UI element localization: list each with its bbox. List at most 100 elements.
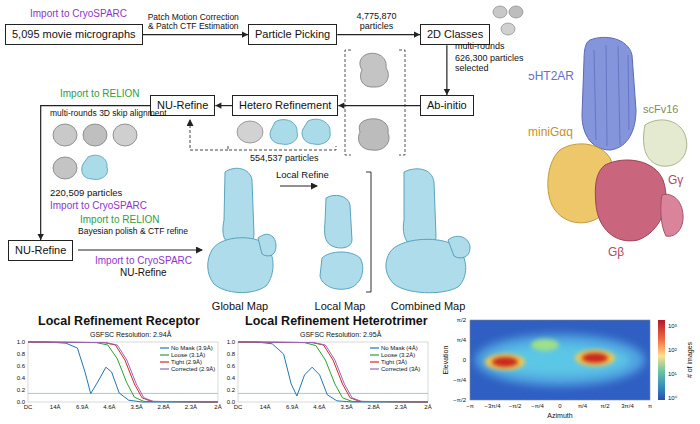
axis-tick-label: −π/4	[453, 377, 466, 384]
legend-text: Tight (3Å)	[381, 359, 407, 365]
annotation-label: Local Refine	[276, 170, 329, 181]
axis-tick-label: 1.0	[227, 339, 235, 346]
annotation-label: Local Map	[315, 300, 366, 313]
process-box: Hetero Refinement	[232, 95, 338, 116]
legend-line-sample	[160, 359, 169, 365]
legend-item: Tight (2.9Å)	[160, 359, 202, 366]
axis-tick-label: 2.3Å	[185, 404, 197, 411]
legend-text: Corrected (2.9Å)	[171, 366, 215, 372]
axis-tick-label: π/4	[457, 337, 466, 344]
global-map	[208, 168, 276, 292]
axis-tick-label: 0	[463, 357, 466, 364]
legend-item: Loose (3.2Å)	[370, 352, 415, 359]
axis-tick-label: π/2	[457, 317, 466, 324]
annotation-label: Combined Map	[391, 300, 466, 313]
annotation-label: Import to CryoSPARC	[30, 8, 127, 20]
chart-title: Local Refinement Receptor	[38, 314, 200, 328]
axis-tick-label: −π/2	[453, 397, 466, 404]
axis-tick-label: 6.9Å	[76, 404, 88, 411]
annotation-label: Bayesian polish & CTF refine	[78, 227, 188, 237]
axis-title: Elevation	[442, 346, 450, 375]
box-text: NU-Refine	[15, 244, 66, 257]
component-label: scFv16	[643, 103, 678, 116]
box-text: Ab-initio	[427, 99, 467, 112]
legend-text: Tight (2.9Å)	[171, 359, 202, 365]
connector-line	[143, 34, 248, 35]
legend-item: Tight (3Å)	[370, 359, 407, 366]
process-box: Particle Picking	[248, 24, 337, 45]
axis-tick-label: 0.8	[227, 351, 235, 358]
legend-line-sample	[370, 366, 379, 372]
axis-tick-label: −π	[466, 403, 474, 410]
legend-line	[370, 362, 379, 363]
axis-tick-label: 2Å	[424, 404, 431, 411]
legend-text: Loose (3.1Å)	[171, 352, 205, 358]
annotation-label: 220,509 particles	[50, 188, 122, 199]
edge-label: Patch Motion Correction & Patch CTF Esti…	[147, 13, 240, 32]
process-box: NU-Refine	[8, 240, 73, 261]
axis-tick-label: 3.5Å	[130, 404, 142, 411]
annotation-label: Global Map	[212, 300, 268, 313]
connector-line	[338, 105, 420, 106]
legend-line	[160, 355, 169, 356]
connector-line	[337, 34, 420, 35]
legend-line-sample	[160, 352, 169, 358]
legend-line	[370, 348, 379, 349]
axis-tick-label: 0.4	[17, 375, 25, 382]
axis-tick-label: π/2	[600, 403, 609, 410]
axis-tick-label: 14Å	[50, 404, 61, 411]
flow-arrow	[337, 31, 420, 37]
box-text: 5,095 movie micrographs	[12, 28, 136, 41]
axis-tick-label: 0	[558, 403, 561, 410]
axis-tick-label: 1.0	[17, 339, 25, 346]
legend-line	[370, 355, 379, 356]
colorbar-tick-label: 10¹	[668, 371, 677, 378]
ab-initio-maps	[345, 50, 405, 155]
axis-tick-label: 0.2	[17, 387, 25, 394]
legend-line-sample	[370, 359, 379, 365]
legend-text: Corrected (3Å)	[381, 366, 420, 372]
legend-line-sample	[160, 345, 169, 351]
axis-tick-label: 0.2	[227, 387, 235, 394]
hetero-maps	[190, 119, 336, 150]
process-box: Ab-initio	[420, 95, 474, 116]
chart-title: Local Refinement Heterotrimer	[245, 314, 428, 328]
axis-tick-label: π/4	[578, 403, 587, 410]
axis-tick-label: −π/2	[509, 403, 522, 410]
axis-tick-label: DC	[234, 404, 243, 411]
axis-tick-label: 4.6Å	[313, 404, 325, 411]
axis-tick-label: 2Å	[214, 404, 221, 411]
legend-item: No Mask (3.9Å)	[160, 345, 213, 352]
combined-map	[386, 169, 470, 293]
axis-title: # of images	[686, 342, 694, 378]
axis-tick-label: 0.6	[17, 363, 25, 370]
fsc-plot	[238, 342, 428, 402]
axis-tick-label: 14Å	[260, 404, 271, 411]
relion-class-maps	[53, 124, 137, 179]
legend-text: Loose (3.2Å)	[381, 352, 415, 358]
annotation-label: multi-rounds 3D skip alignment	[50, 109, 167, 119]
axis-tick-label: 2.8Å	[368, 404, 380, 411]
viewing-direction-heatmap	[470, 320, 665, 400]
annotation-label: 554,537 particles	[250, 153, 319, 163]
colorbar-tick-label: 10²	[668, 347, 677, 354]
edge-label: 4,775,870 particles	[341, 12, 412, 32]
local-map	[320, 195, 363, 289]
legend-line-sample	[370, 352, 379, 358]
arrowhead	[215, 102, 221, 108]
box-text: Particle Picking	[255, 28, 330, 41]
axis-tick-label: 0.4	[227, 375, 235, 382]
axis-tick-label: 3π/4	[621, 403, 633, 410]
legend-text: No Mask (4Å)	[381, 345, 418, 351]
axis-tick-label: π	[648, 403, 652, 410]
fsc-plot	[28, 342, 218, 402]
arrowhead	[338, 102, 344, 108]
axis-title: Azimuth	[547, 412, 572, 420]
legend-item: No Mask (4Å)	[370, 345, 418, 352]
connector-line	[446, 45, 447, 95]
legend-line-sample	[370, 345, 379, 351]
chart-subtitle: GSFSC Resolution: 2.95Å	[300, 331, 381, 339]
component-label: miniGαq	[528, 126, 573, 140]
